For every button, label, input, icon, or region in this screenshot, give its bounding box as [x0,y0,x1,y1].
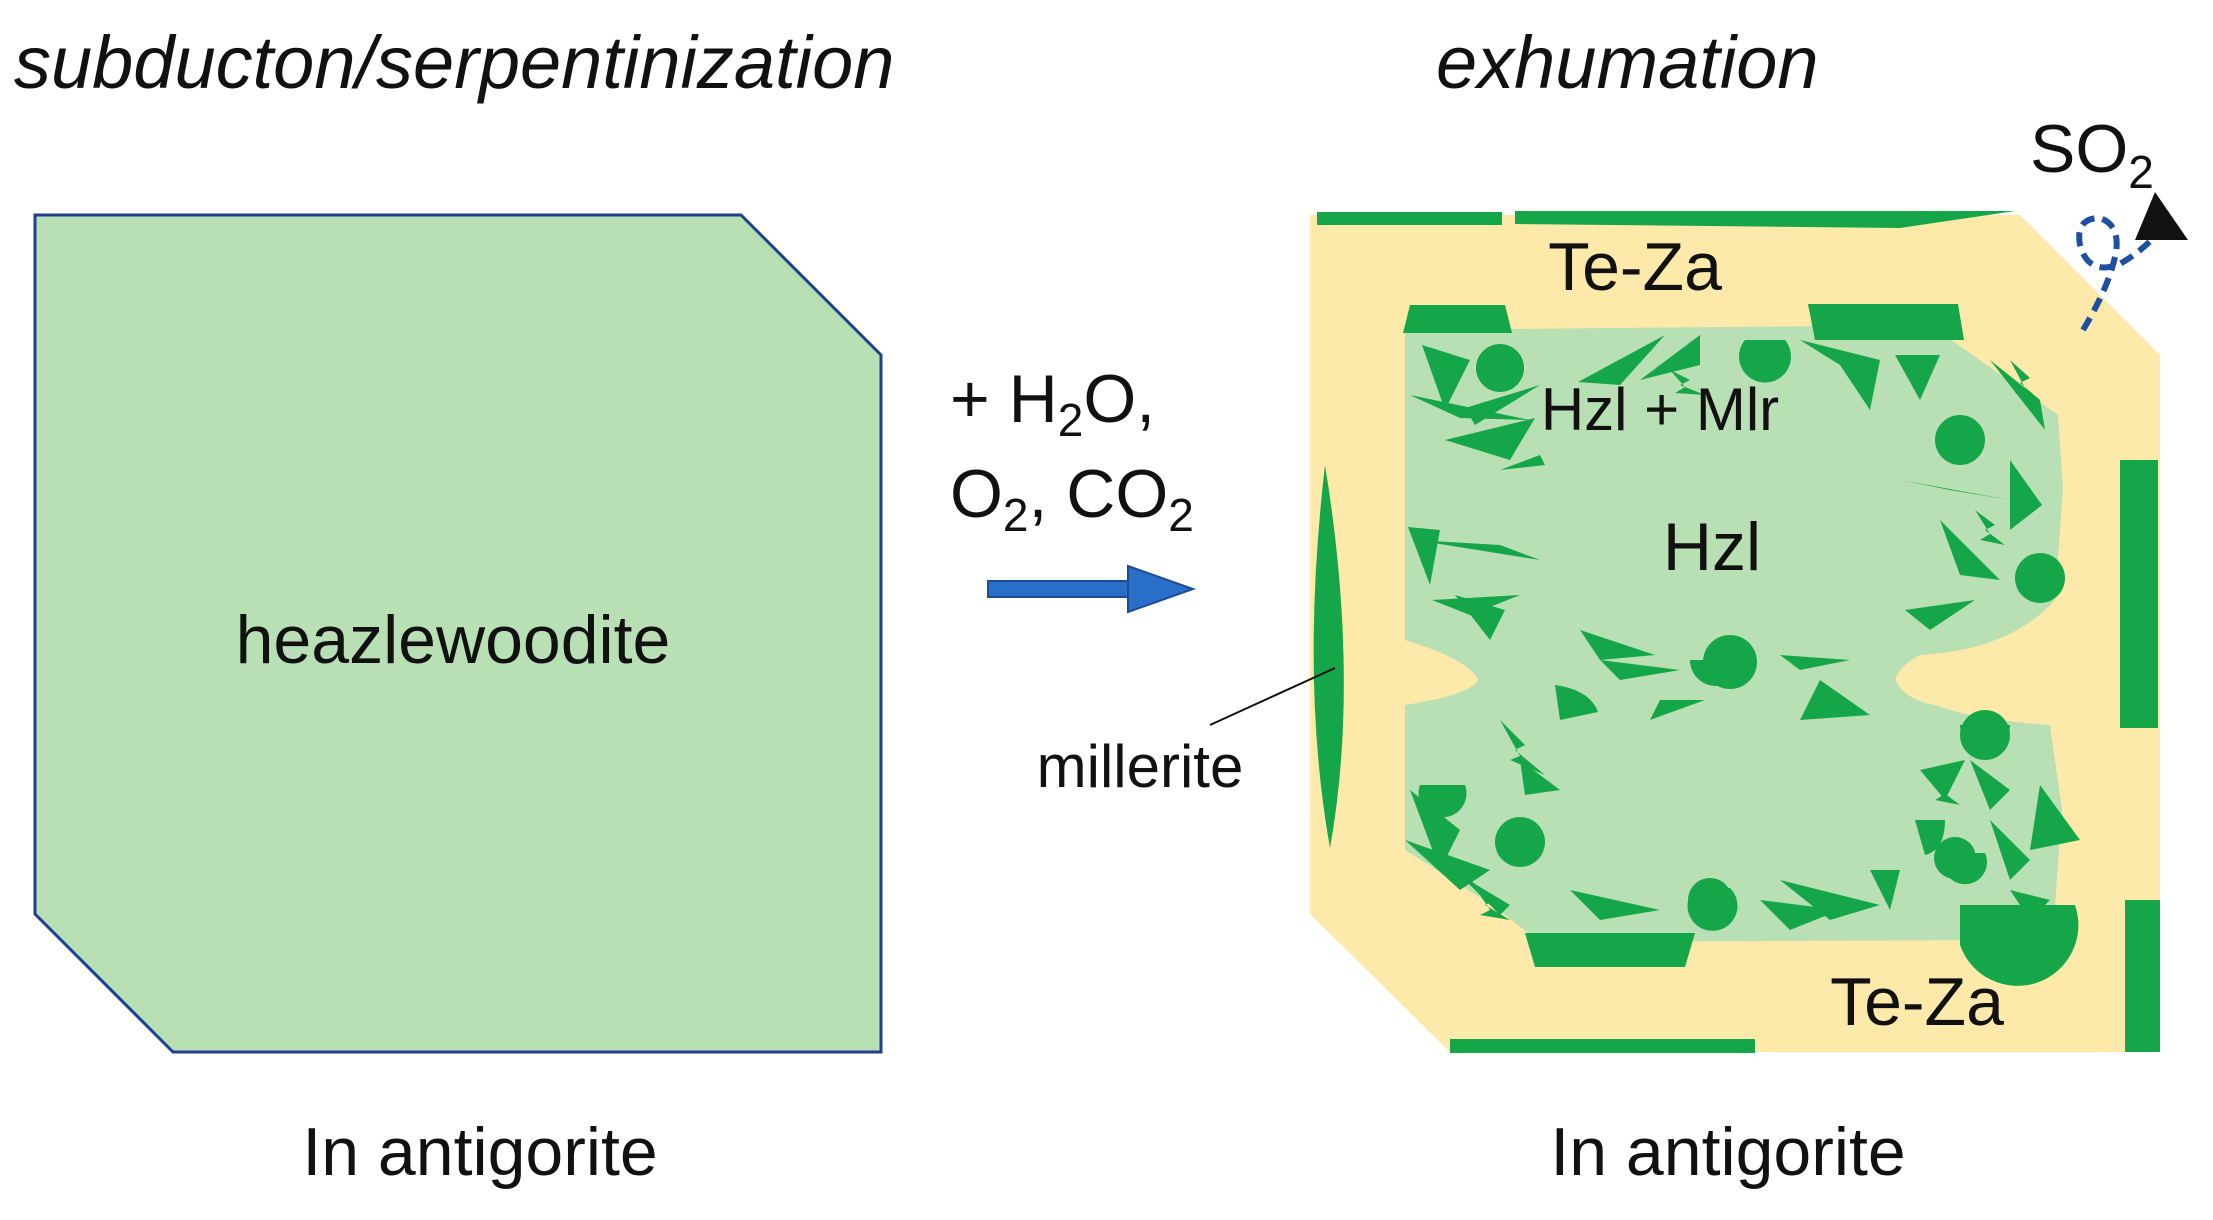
gas-escape-arrowhead [2135,192,2188,240]
so2-label: SO2 [2030,111,2154,198]
reaction-arrow [987,564,1196,614]
millerite-leader-line [1209,667,1336,726]
heazlewoodite-label: heazlewoodite [236,602,671,678]
host-label-left: In antigorite [302,1114,657,1190]
te-za-label-bottom: Te-Za [1830,964,2004,1040]
host-label-right: In antigorite [1550,1114,1905,1190]
title-left: subducton/serpentinization [14,21,894,104]
millerite-shards [1405,335,2080,930]
millerite-inner-tablets [1403,304,1964,967]
millerite-label: millerite [1037,733,1244,800]
hzl-mlr-label: Hzl + Mlr [1541,376,1779,443]
te-za-label-top: Te-Za [1548,229,1722,305]
heazlewoodite-core [1405,325,2063,942]
reaction-line-1: + H2O, [950,361,1155,446]
reaction-line-2: O2, CO2 [950,456,1194,541]
millerite-rim-lenses [1313,211,2160,1053]
hzl-core-label: Hzl [1663,509,1761,585]
millerite-veinlets [1470,360,2040,920]
millerite-droplets [1418,340,2079,986]
heazlewoodite-grain [33,213,883,1054]
title-right: exhumation [1436,21,1819,104]
gas-escape-loop [2076,214,2168,332]
